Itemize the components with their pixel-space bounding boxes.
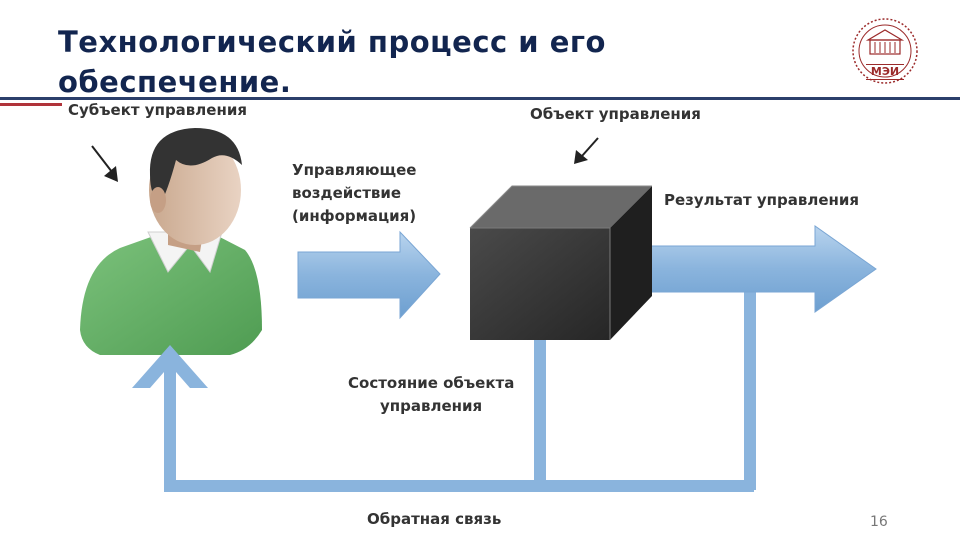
feedback-loop-lines <box>164 286 756 492</box>
state-label-line1: Состояние объекта <box>348 374 515 392</box>
page-number: 16 <box>870 514 888 530</box>
object-label: Объект управления <box>530 105 701 123</box>
feedback-arrow-up-icon <box>132 345 208 400</box>
university-logo-icon <box>852 18 918 84</box>
control-action-arrow-icon <box>297 230 441 320</box>
state-label-line2: управления <box>380 397 483 415</box>
result-arrow-icon <box>627 225 877 313</box>
logo-wordmark: МЭИ <box>866 64 904 80</box>
control-action-label-line2: воздействие <box>292 184 402 202</box>
feedback-label: Обратная связь <box>367 510 502 528</box>
control-action-label-line3: (информация) <box>292 207 417 225</box>
title-accent-bar <box>0 103 62 106</box>
control-object-cube-icon <box>469 185 652 340</box>
title-divider <box>0 97 960 100</box>
subject-label: Субъект управления <box>68 101 247 119</box>
object-pointer-icon <box>574 137 599 164</box>
slide-title: Технологический процесс и его обеспечени… <box>58 25 606 99</box>
subject-pointer-icon <box>91 145 118 182</box>
control-action-label-line1: Управляющее <box>292 161 417 179</box>
result-label: Результат управления <box>664 191 860 209</box>
person-icon <box>80 128 262 355</box>
